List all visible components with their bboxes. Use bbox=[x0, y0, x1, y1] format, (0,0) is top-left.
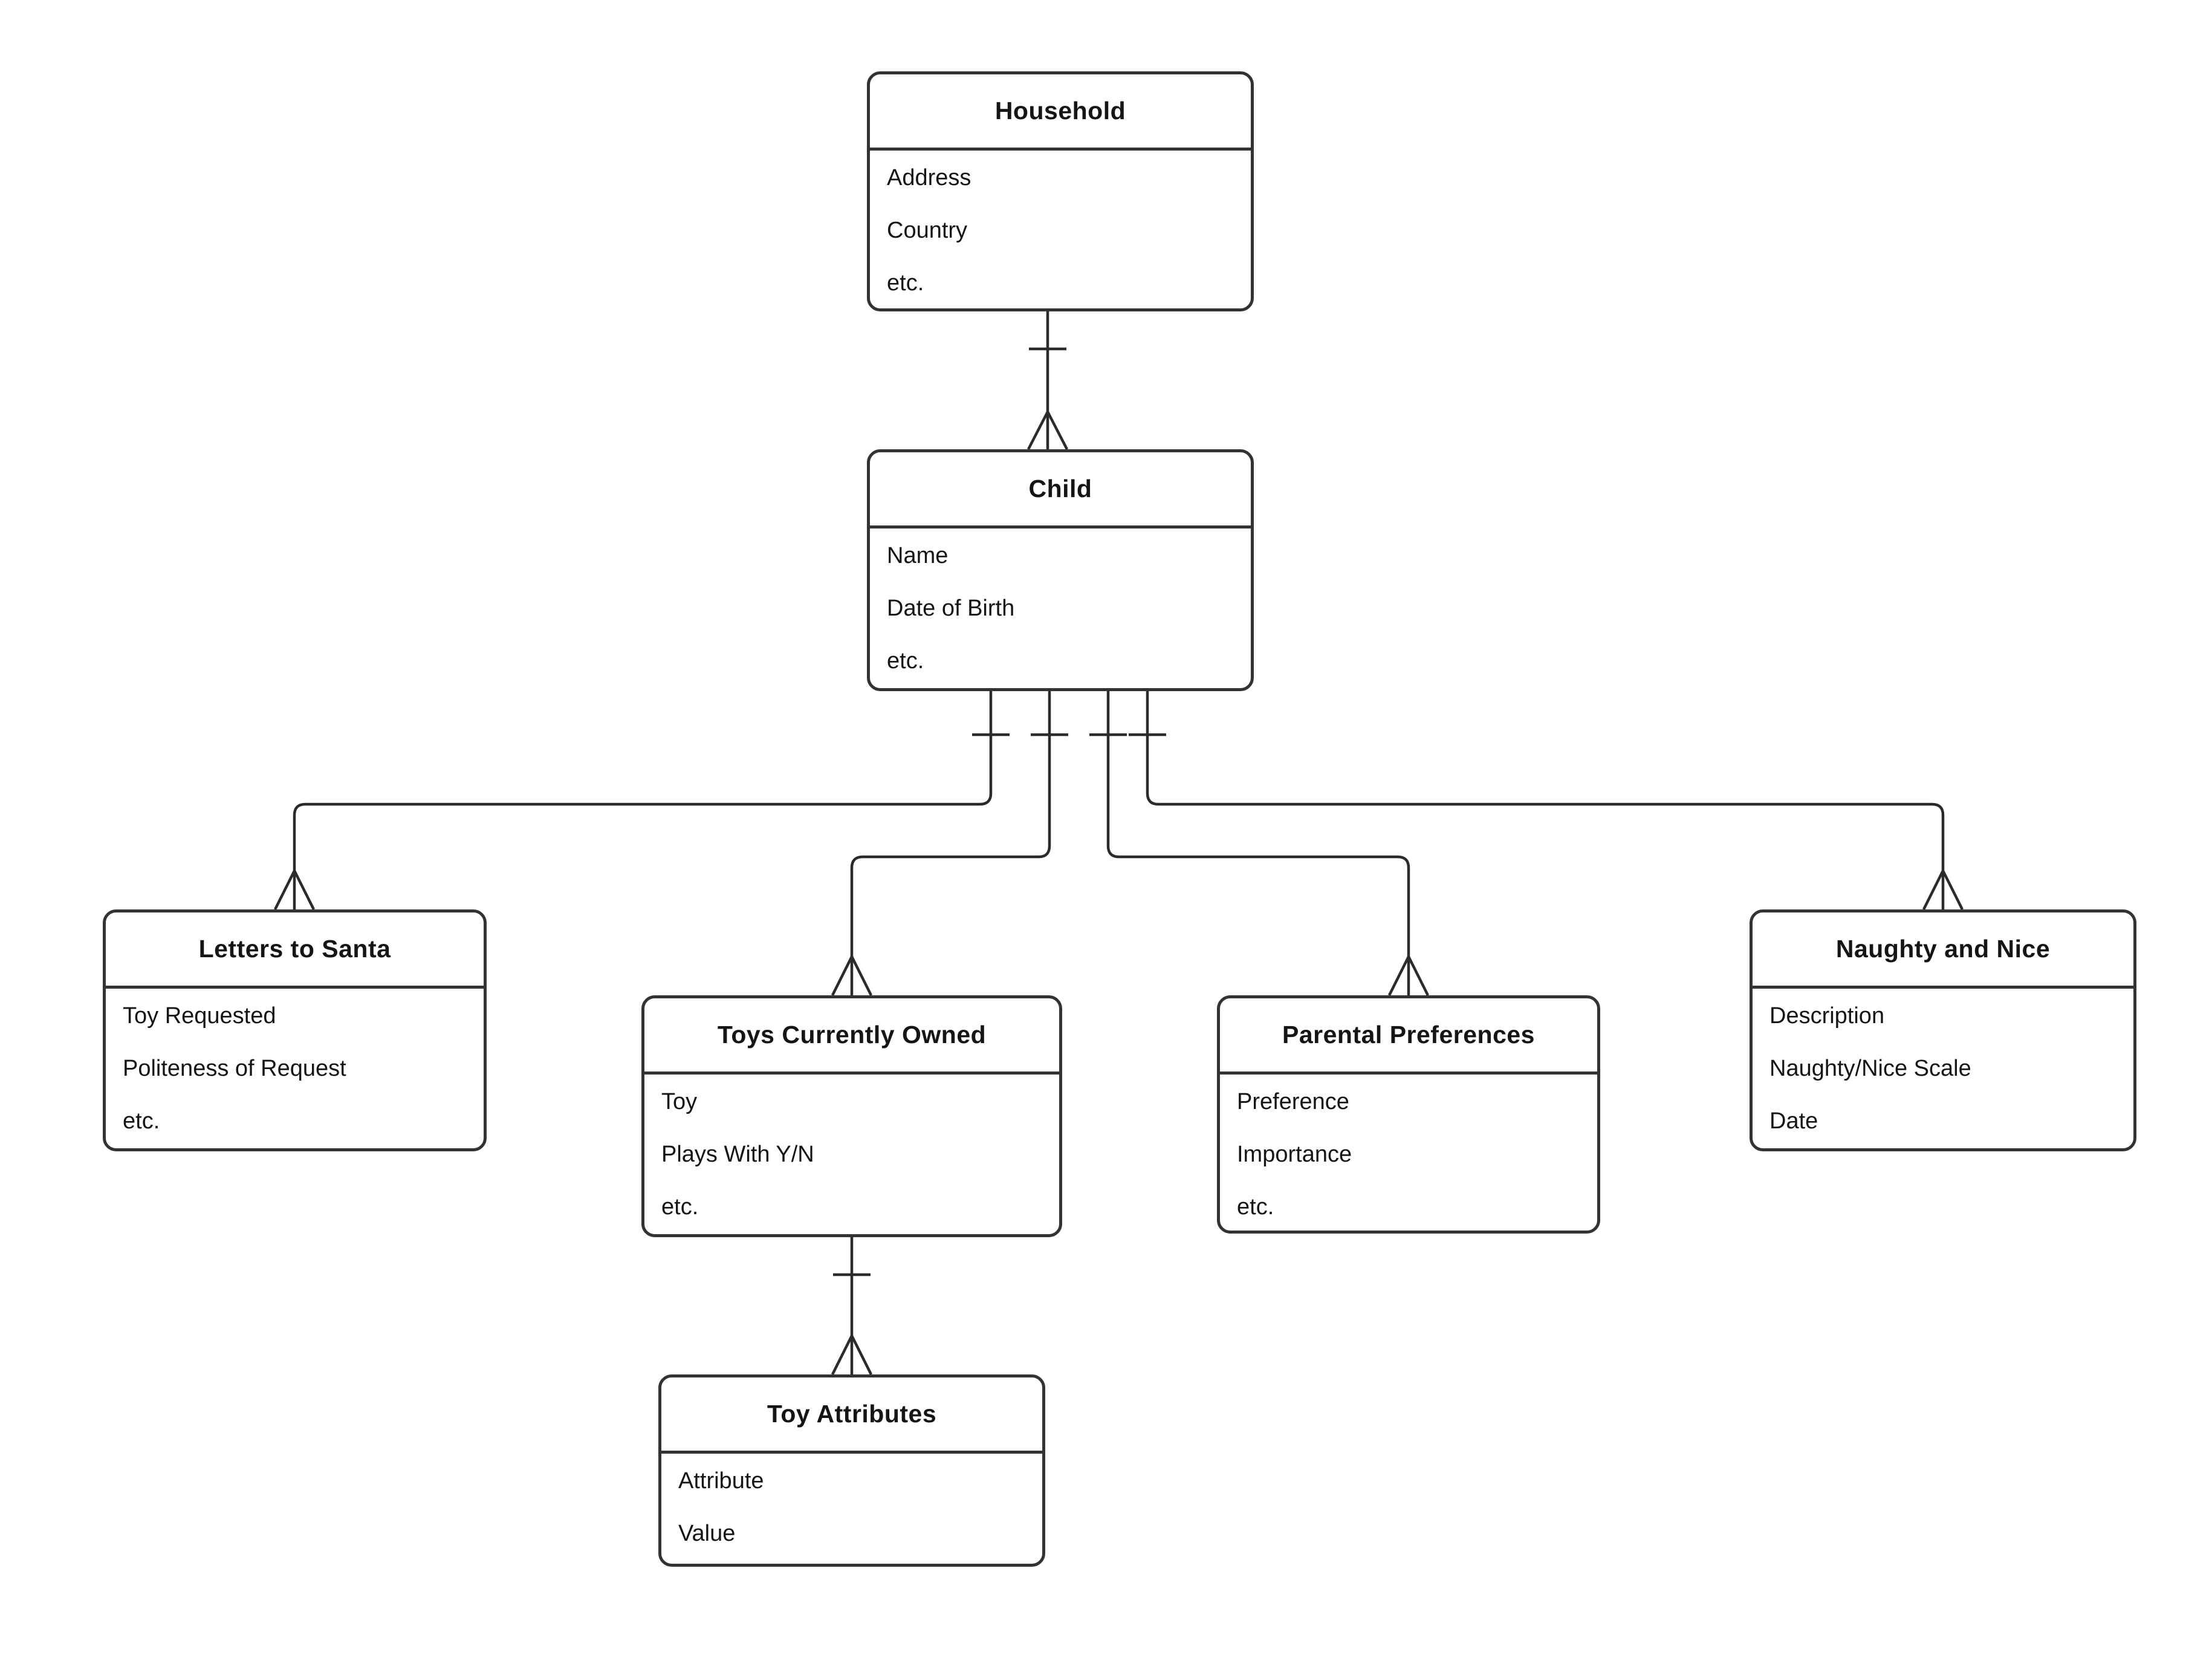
connector-child-parental-preferences bbox=[1089, 691, 1430, 997]
attribute-row: Toy Requested bbox=[123, 1003, 276, 1029]
attribute-row: Attribute bbox=[678, 1468, 764, 1494]
attribute-row: Naughty/Nice Scale bbox=[1769, 1056, 1971, 1081]
entity-title: Child bbox=[870, 452, 1251, 528]
entity-attributes: Address Country etc. bbox=[870, 151, 1251, 310]
attribute-row: etc. bbox=[661, 1194, 699, 1220]
entity-attributes: Name Date of Birth etc. bbox=[870, 528, 1251, 688]
connector-toys-toy-attributes bbox=[831, 1237, 873, 1376]
entity-naughty-and-nice: Naughty and Nice Description Naughty/Nic… bbox=[1750, 909, 2136, 1151]
attribute-row: Name bbox=[887, 543, 949, 568]
entity-attributes: Toy Requested Politeness of Request etc. bbox=[106, 989, 484, 1148]
attribute-row: Date of Birth bbox=[887, 596, 1015, 621]
entity-household: Household Address Country etc. bbox=[867, 71, 1254, 311]
entity-letters-to-santa: Letters to Santa Toy Requested Politenes… bbox=[103, 909, 487, 1151]
attribute-row: etc. bbox=[1237, 1194, 1274, 1220]
attribute-row: Politeness of Request bbox=[123, 1056, 346, 1081]
connector-line bbox=[1146, 691, 1945, 909]
entity-attributes: Toy Plays With Y/N etc. bbox=[644, 1075, 1059, 1234]
connector-line bbox=[293, 691, 993, 909]
attribute-row: Value bbox=[678, 1521, 736, 1546]
attribute-row: etc. bbox=[887, 270, 924, 296]
entity-attributes: Description Naughty/Nice Scale Date bbox=[1753, 989, 2133, 1148]
crow-foot-many-marker bbox=[831, 953, 873, 997]
attribute-row: Preference bbox=[1237, 1089, 1349, 1114]
connector-line bbox=[850, 691, 1051, 995]
connector-child-toys-currently-owned bbox=[831, 691, 1068, 997]
entity-toys-currently-owned: Toys Currently Owned Toy Plays With Y/N … bbox=[641, 995, 1062, 1237]
connector-household-child bbox=[1027, 311, 1068, 450]
connector-line bbox=[1106, 691, 1410, 995]
entity-title: Toys Currently Owned bbox=[644, 998, 1059, 1075]
crow-foot-many-marker bbox=[1922, 867, 1964, 911]
attribute-row: Address bbox=[887, 165, 971, 190]
attribute-row: Toy bbox=[661, 1089, 698, 1114]
entity-title: Toy Attributes bbox=[661, 1377, 1042, 1454]
crow-foot-many-marker bbox=[273, 867, 316, 911]
connector-child-letters-to-santa bbox=[273, 691, 1010, 911]
entity-title: Letters to Santa bbox=[106, 912, 484, 989]
entity-parental-preferences: Parental Preferences Preference Importan… bbox=[1217, 995, 1600, 1234]
entity-child: Child Name Date of Birth etc. bbox=[867, 449, 1254, 691]
attribute-row: Date bbox=[1769, 1108, 1818, 1134]
attribute-row: Country bbox=[887, 218, 968, 243]
entity-title: Naughty and Nice bbox=[1753, 912, 2133, 989]
entity-title: Household bbox=[870, 74, 1251, 151]
connector-child-naughty-and-nice bbox=[1129, 691, 1964, 911]
crow-foot-many-marker bbox=[831, 1332, 873, 1376]
attribute-row: etc. bbox=[887, 648, 924, 674]
crow-foot-many-marker bbox=[1027, 409, 1068, 450]
attribute-row: etc. bbox=[123, 1108, 160, 1134]
attribute-row: Plays With Y/N bbox=[661, 1142, 814, 1167]
attribute-row: Importance bbox=[1237, 1142, 1352, 1167]
entity-attributes: Attribute Value bbox=[661, 1454, 1042, 1560]
entity-attributes: Preference Importance etc. bbox=[1220, 1075, 1597, 1234]
entity-toy-attributes: Toy Attributes Attribute Value bbox=[658, 1374, 1045, 1567]
entity-title: Parental Preferences bbox=[1220, 998, 1597, 1075]
attribute-row: Description bbox=[1769, 1003, 1885, 1029]
crow-foot-many-marker bbox=[1387, 953, 1430, 997]
